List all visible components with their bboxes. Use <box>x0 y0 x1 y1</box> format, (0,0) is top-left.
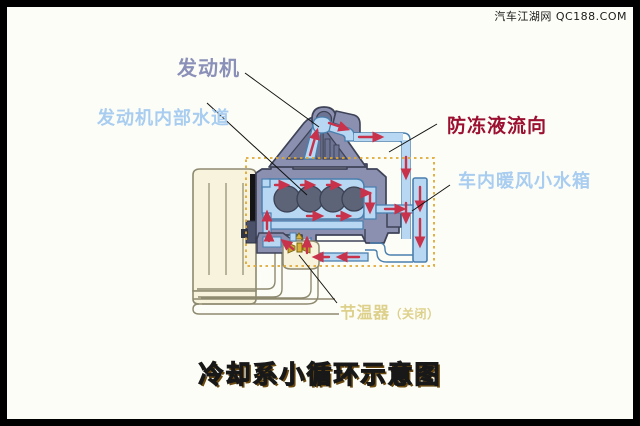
diagram-title: 冷却系小循环示意图 <box>198 359 442 389</box>
leader-engine <box>244 72 320 128</box>
leader-coolant-flow <box>388 123 438 153</box>
coolant-flow-arrows <box>261 121 426 263</box>
label-engine: 发动机 <box>177 56 240 80</box>
leader-lines <box>206 72 451 304</box>
label-thermostat-main: 节温器 <box>340 303 390 322</box>
label-coolant-flow: 防冻液流向 <box>447 115 548 137</box>
label-heater-core: 车内暖风小水箱 <box>458 171 591 192</box>
leader-heater-core <box>411 184 451 212</box>
leader-water-jacket <box>206 102 308 196</box>
label-engine-water-jacket: 发动机内部水道 <box>97 108 230 129</box>
label-thermostat: 节温器（关闭） <box>340 305 440 321</box>
cooling-system-illustration <box>192 72 451 315</box>
leader-thermostat <box>298 254 338 304</box>
radiator-hoses <box>197 244 319 305</box>
label-thermostat-state: （关闭） <box>389 307 440 321</box>
site-watermark: 汽车江湖网 QC188.COM <box>494 10 627 23</box>
diagram-canvas: 汽车江湖网 QC188.COM <box>7 7 633 419</box>
small-circulation-boundary <box>245 157 435 267</box>
